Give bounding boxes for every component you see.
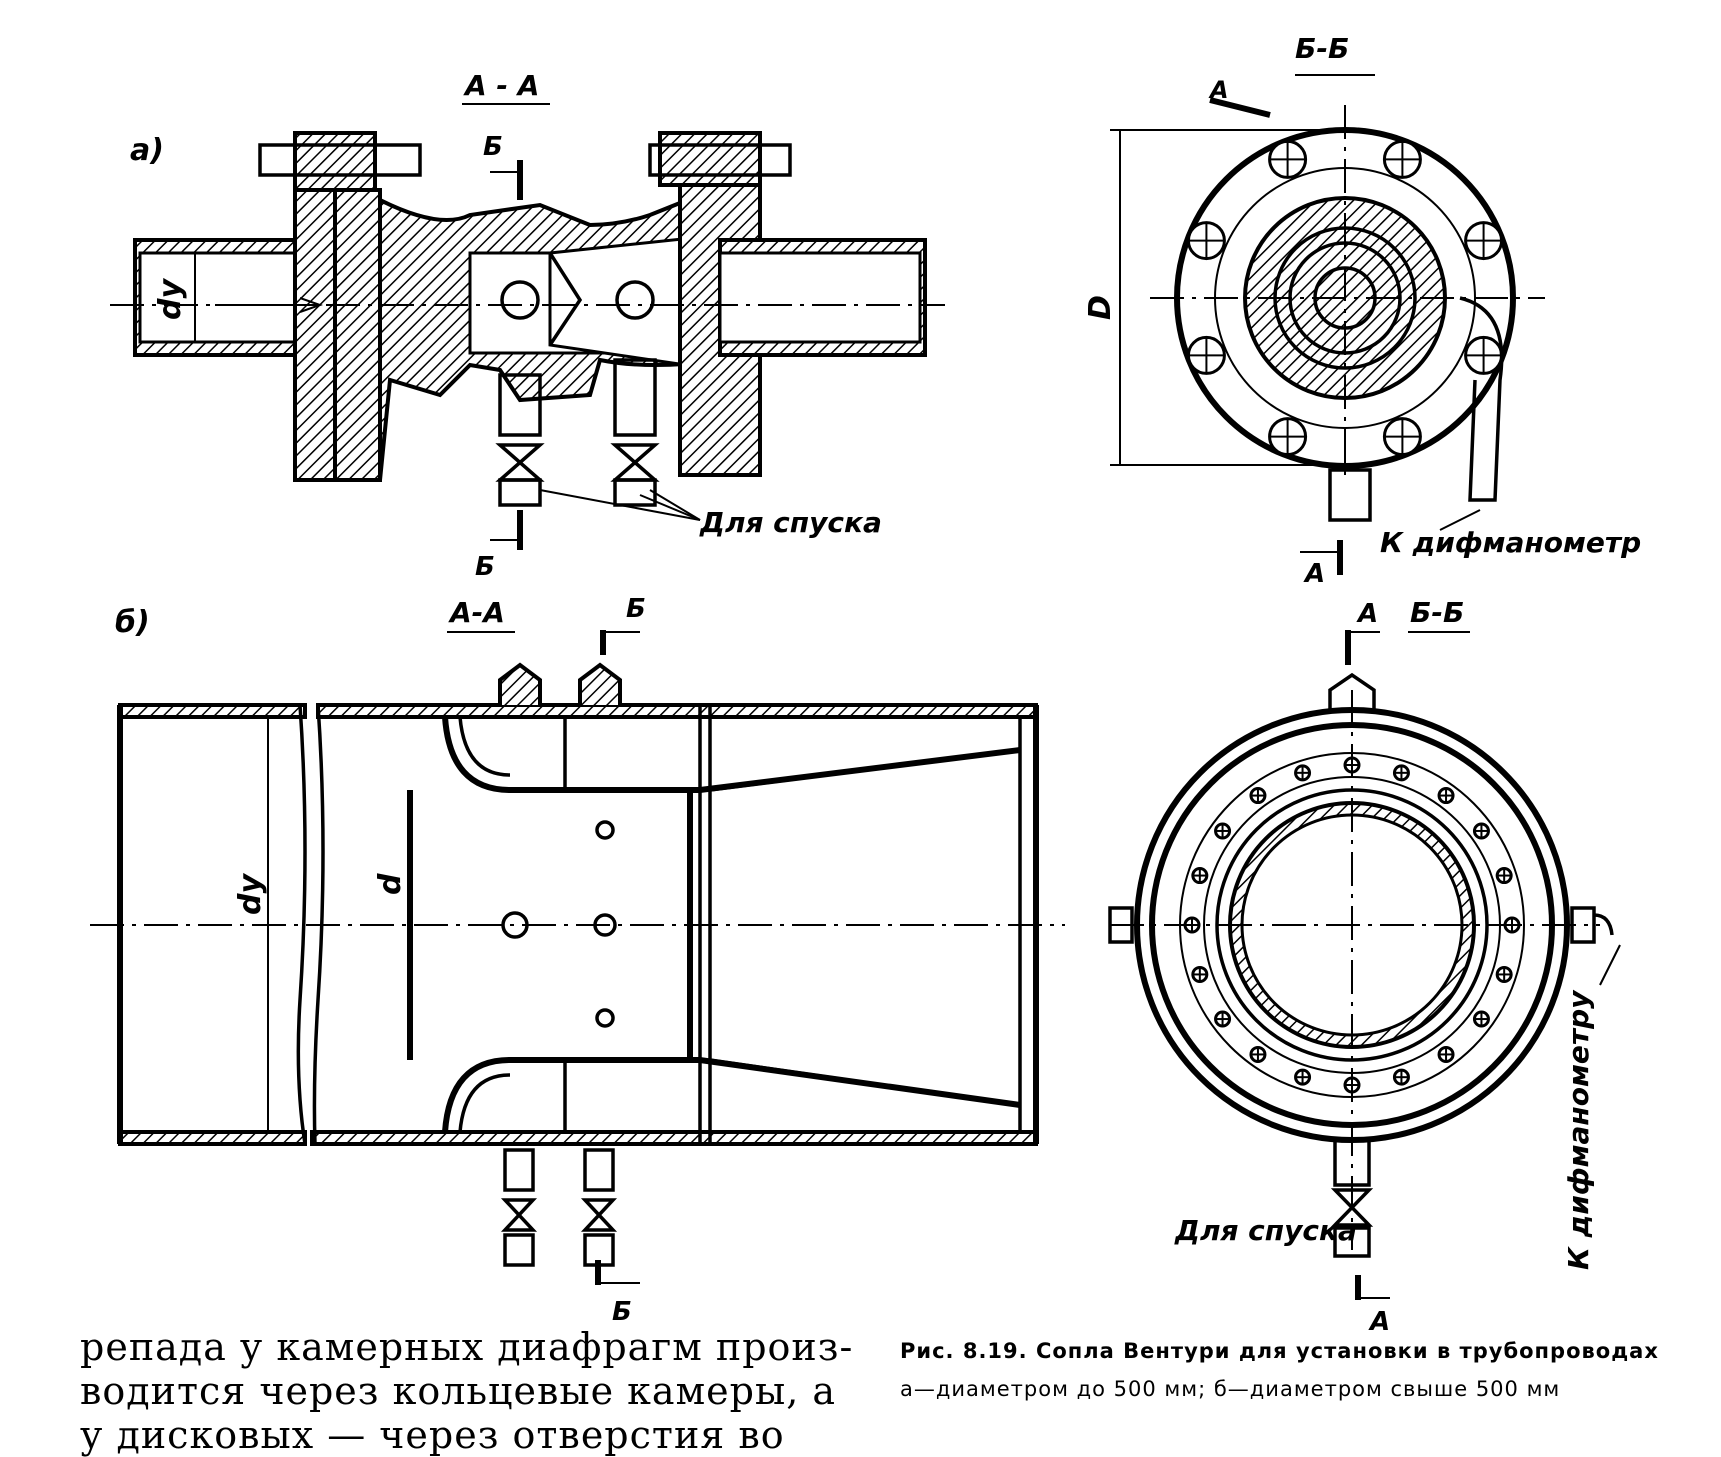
- pressure-tap-circle: [500, 280, 540, 320]
- diameter-label: dу: [153, 278, 188, 320]
- diameter-label: D: [1083, 295, 1118, 320]
- body-line: водится через кольцевые камеры, а: [80, 1369, 837, 1413]
- drain-fitting: [1330, 1138, 1374, 1258]
- pressure-tap-circle: [615, 280, 655, 320]
- manometer-label: К дифманометру: [1562, 989, 1595, 1270]
- cut-label-bottom: А: [1303, 559, 1325, 589]
- caption-title: Рис. 8.19. Сопла Вентури для установки в…: [900, 1339, 1659, 1363]
- cut-label-top: А: [1208, 76, 1229, 104]
- flange-bolt-holes: [1186, 139, 1504, 457]
- cut-label-top: А: [1356, 599, 1378, 629]
- manometer-tube: [1459, 296, 1504, 502]
- drain-fitting-left: [495, 373, 545, 507]
- top-fitting-right: [578, 662, 622, 705]
- manometer-label: К дифманометр: [1380, 526, 1641, 559]
- view-a-section-bb: Б-Б А А D К дифманометр: [1083, 32, 1641, 589]
- view-a-section-aa: а) А - А Б Б dу Для спуска: [110, 69, 945, 582]
- bolt-right: [658, 131, 762, 187]
- panel-label-a: а): [130, 133, 164, 168]
- top-fitting: [1328, 672, 1376, 710]
- body-text: репада у камерных диафрагм произ- водитс…: [80, 1325, 860, 1457]
- section-title: Б-Б: [1295, 32, 1349, 65]
- caption-legend: а—диаметром до 500 мм; б—диаметром свыше…: [900, 1377, 1561, 1401]
- section-title: А - А: [463, 69, 539, 102]
- drain-label: Для спуска: [1174, 1214, 1357, 1247]
- pipe-wall-top: [118, 703, 307, 719]
- view-b-section-bb: Б-Б А А Для спуска К дифманометру: [1108, 596, 1621, 1337]
- drain-fitting-right: [580, 1148, 618, 1267]
- body-line: у дисковых — через отверстия во: [80, 1413, 785, 1457]
- bolt-left: [293, 131, 377, 192]
- pipe-diameter-label: dу: [233, 873, 268, 915]
- cut-label-bottom: Б: [475, 552, 495, 582]
- cut-label-top: Б: [626, 594, 646, 624]
- panel-label-b: б): [115, 605, 150, 640]
- view-b-section-aa: б) А-А Б Б dу d: [90, 594, 1065, 1327]
- section-title: Б-Б: [1410, 596, 1464, 629]
- ring-bolt-holes: [1183, 756, 1521, 1094]
- top-fitting-left: [498, 662, 542, 705]
- drain-fitting-left: [500, 1148, 538, 1267]
- pipe-wall-bottom: [118, 1130, 307, 1146]
- throat-diameter-label: d: [373, 873, 408, 895]
- cut-label-top: Б: [483, 132, 503, 162]
- section-title: А-А: [448, 596, 505, 629]
- cut-label-bottom: Б: [612, 1297, 632, 1327]
- drain-nipple: [1328, 468, 1372, 522]
- cut-label-bottom: А: [1368, 1307, 1390, 1337]
- drain-fitting-right: [610, 358, 660, 507]
- body-line: репада у камерных диафрагм произ-: [80, 1325, 854, 1369]
- figure-caption: Рис. 8.19. Сопла Вентури для установки в…: [900, 1338, 1660, 1402]
- nozzle-inlet-bottom: [442, 1057, 1021, 1133]
- nozzle-inlet-top: [442, 716, 1021, 793]
- drain-label: Для спуска: [699, 506, 882, 539]
